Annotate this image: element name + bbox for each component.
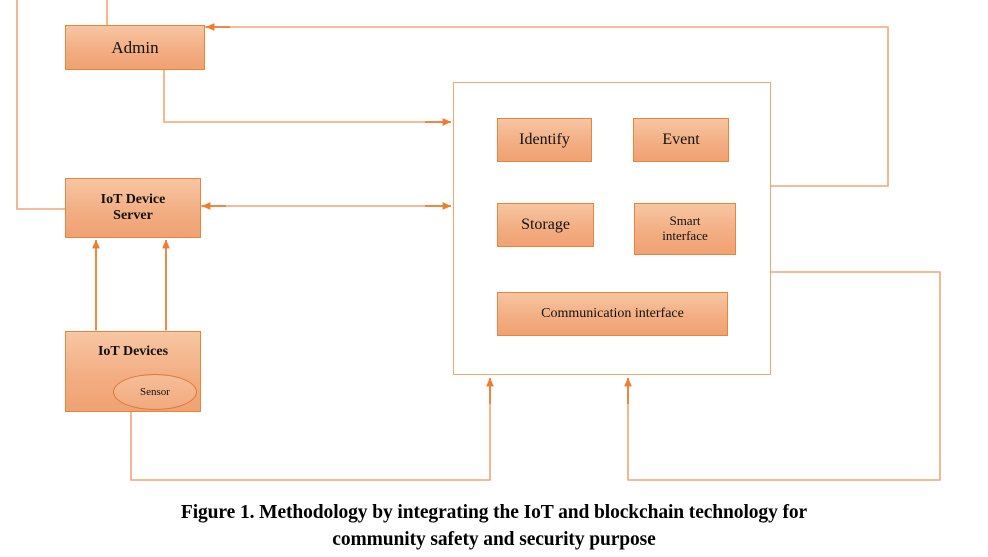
node-event-label: Event	[662, 131, 700, 149]
line-container-to-admin-route	[204, 26, 889, 187]
figure-caption-line-1: Figure 1. Methodology by integrating the…	[180, 502, 808, 523]
node-storage-label: Storage	[521, 216, 570, 234]
line-left-bus	[16, 0, 66, 210]
node-sensor-label: Sensor	[140, 386, 170, 398]
node-identify-label: Identify	[519, 131, 570, 149]
node-communication-interface-label: Communication interface	[541, 306, 684, 322]
node-smart-interface-line2: interface	[662, 228, 708, 243]
blockchain-platform-container[interactable]	[453, 82, 771, 375]
node-admin[interactable]: Admin	[65, 25, 205, 70]
node-iot-devices-label: IoT Devices	[97, 344, 169, 359]
line-container-right-loop	[627, 271, 941, 481]
line-devices-to-container	[130, 381, 491, 481]
figure-caption-line-2: community safety and security purpose	[332, 528, 656, 550]
node-identify[interactable]: Identify	[497, 118, 592, 162]
node-sensor[interactable]: Sensor	[113, 374, 197, 410]
node-storage[interactable]: Storage	[497, 203, 594, 247]
figure-caption: Figure 1. Methodology by integrating the…	[0, 500, 988, 553]
node-iot-device-server-line1: IoT Device	[100, 192, 166, 208]
node-event[interactable]: Event	[633, 118, 729, 162]
connector-layer	[16, 0, 941, 481]
node-iot-device-server[interactable]: IoT Device Server	[65, 178, 201, 238]
node-iot-device-server-label: IoT Device Server	[99, 192, 168, 223]
line-admin-to-container	[163, 69, 448, 123]
node-smart-interface[interactable]: Smart interface	[634, 203, 736, 255]
node-communication-interface[interactable]: Communication interface	[497, 292, 728, 336]
node-smart-interface-label: Smart interface	[660, 214, 709, 243]
node-iot-device-server-line2: Server	[113, 208, 153, 223]
node-admin-label: Admin	[111, 37, 159, 57]
node-smart-interface-line1: Smart	[669, 213, 701, 229]
